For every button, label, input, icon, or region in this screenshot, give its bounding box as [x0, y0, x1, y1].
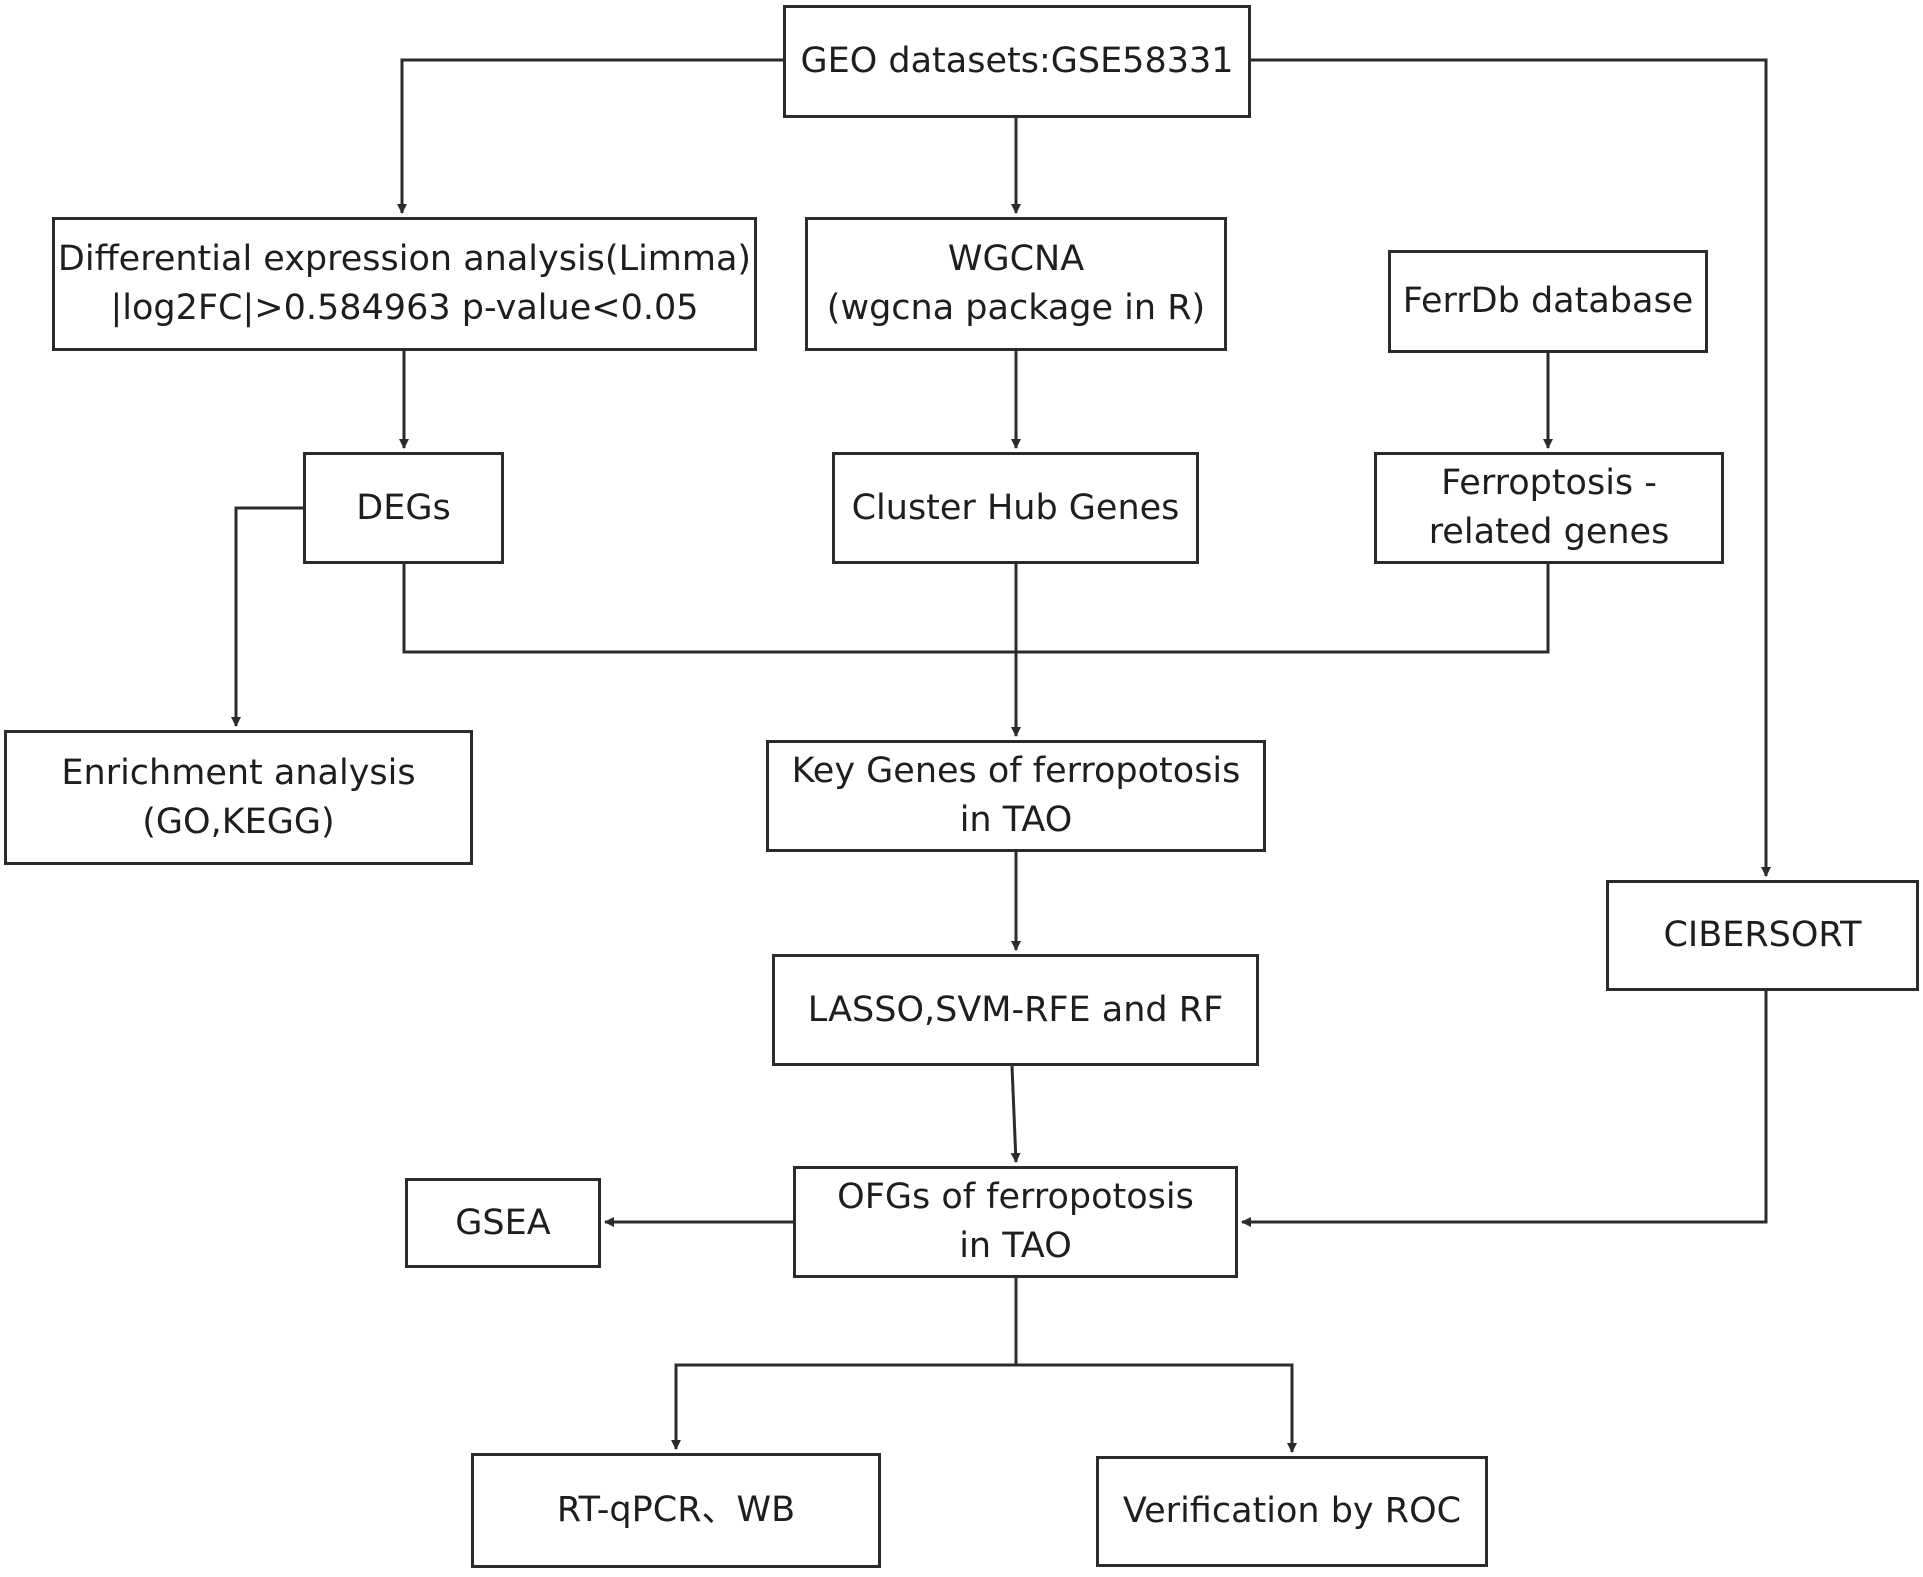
node-label-line: DEGs [356, 487, 451, 528]
node-label-line: Key Genes of ferropotosis [791, 751, 1241, 791]
node-label-line: Cluster Hub Genes [851, 487, 1180, 528]
node-label-line: |log2FC|>0.584963 p-value<0.05 [110, 288, 699, 328]
edge-ofg-to-roc [1016, 1363, 1297, 1453]
enrichment-analysis-node: Enrichment analysis (GO,KEGG) [4, 730, 473, 865]
edge-ofg-to-rtqpcr [671, 1278, 1018, 1450]
edge-frg-to-key [1016, 564, 1550, 654]
node-label-line: WGCNA [947, 239, 1085, 279]
edge-cibersort-to-ofg [1241, 991, 1768, 1227]
node-label-line: Enrichment analysis [61, 752, 416, 793]
node-label-line: GSEA [455, 1202, 551, 1243]
rt-qpcr-wb-node: RT-qPCR、WB [471, 1453, 881, 1568]
node-label-line: CIBERSORT [1663, 915, 1862, 955]
node-label-line: (GO,KEGG) [142, 801, 335, 842]
node-label-line: Ferroptosis - [1441, 463, 1657, 503]
node-label-line: (wgcna package in R) [826, 288, 1206, 328]
node-label-line: Differential expression analysis(Limma) [57, 239, 752, 279]
node-label-line: in TAO [959, 1226, 1072, 1266]
edge-geo-to-dea [397, 58, 783, 214]
wgcna-node: WGCNA (wgcna package in R) [805, 217, 1227, 351]
node-label-line: related genes [1428, 512, 1670, 552]
edge-ml-to-ofg [1010, 1065, 1021, 1163]
ferrdb-database-node: FerrDb database [1388, 250, 1708, 353]
node-label-line: in TAO [959, 800, 1073, 840]
cluster-hub-genes-node: Cluster Hub Genes [832, 452, 1199, 564]
key-genes-node: Key Genes of ferropotosis in TAO [766, 740, 1266, 852]
ofgs-node: OFGs of ferropotosis in TAO [793, 1166, 1238, 1278]
node-label-line: LASSO,SVM-RFE and RF [807, 989, 1224, 1030]
geo-dataset-node: GEO datasets:GSE58331 [783, 5, 1251, 118]
cibersort-node: CIBERSORT [1606, 880, 1919, 991]
roc-verification-node: Verification by ROC [1096, 1456, 1488, 1567]
degs-node: DEGs [303, 452, 504, 564]
node-label-line: Verification by ROC [1122, 1491, 1462, 1531]
ferroptosis-related-genes-node: Ferroptosis - related genes [1374, 452, 1724, 564]
machine-learning-node: LASSO,SVM-RFE and RF [772, 954, 1259, 1066]
node-label-line: RT-qPCR、WB [556, 1490, 796, 1530]
node-label-line: GEO datasets:GSE58331 [800, 41, 1234, 81]
node-label-line: OFGs of ferropotosis [837, 1177, 1194, 1217]
edge-degs-to-key [402, 564, 1016, 654]
edge-geo-to-cibersort [1251, 58, 1771, 877]
gsea-node: GSEA [405, 1178, 601, 1268]
node-label-line: FerrDb database [1402, 281, 1694, 321]
differential-expression-node: Differential expression analysis(Limma) |… [52, 217, 757, 351]
edge-degs-to-enrich [231, 506, 303, 727]
